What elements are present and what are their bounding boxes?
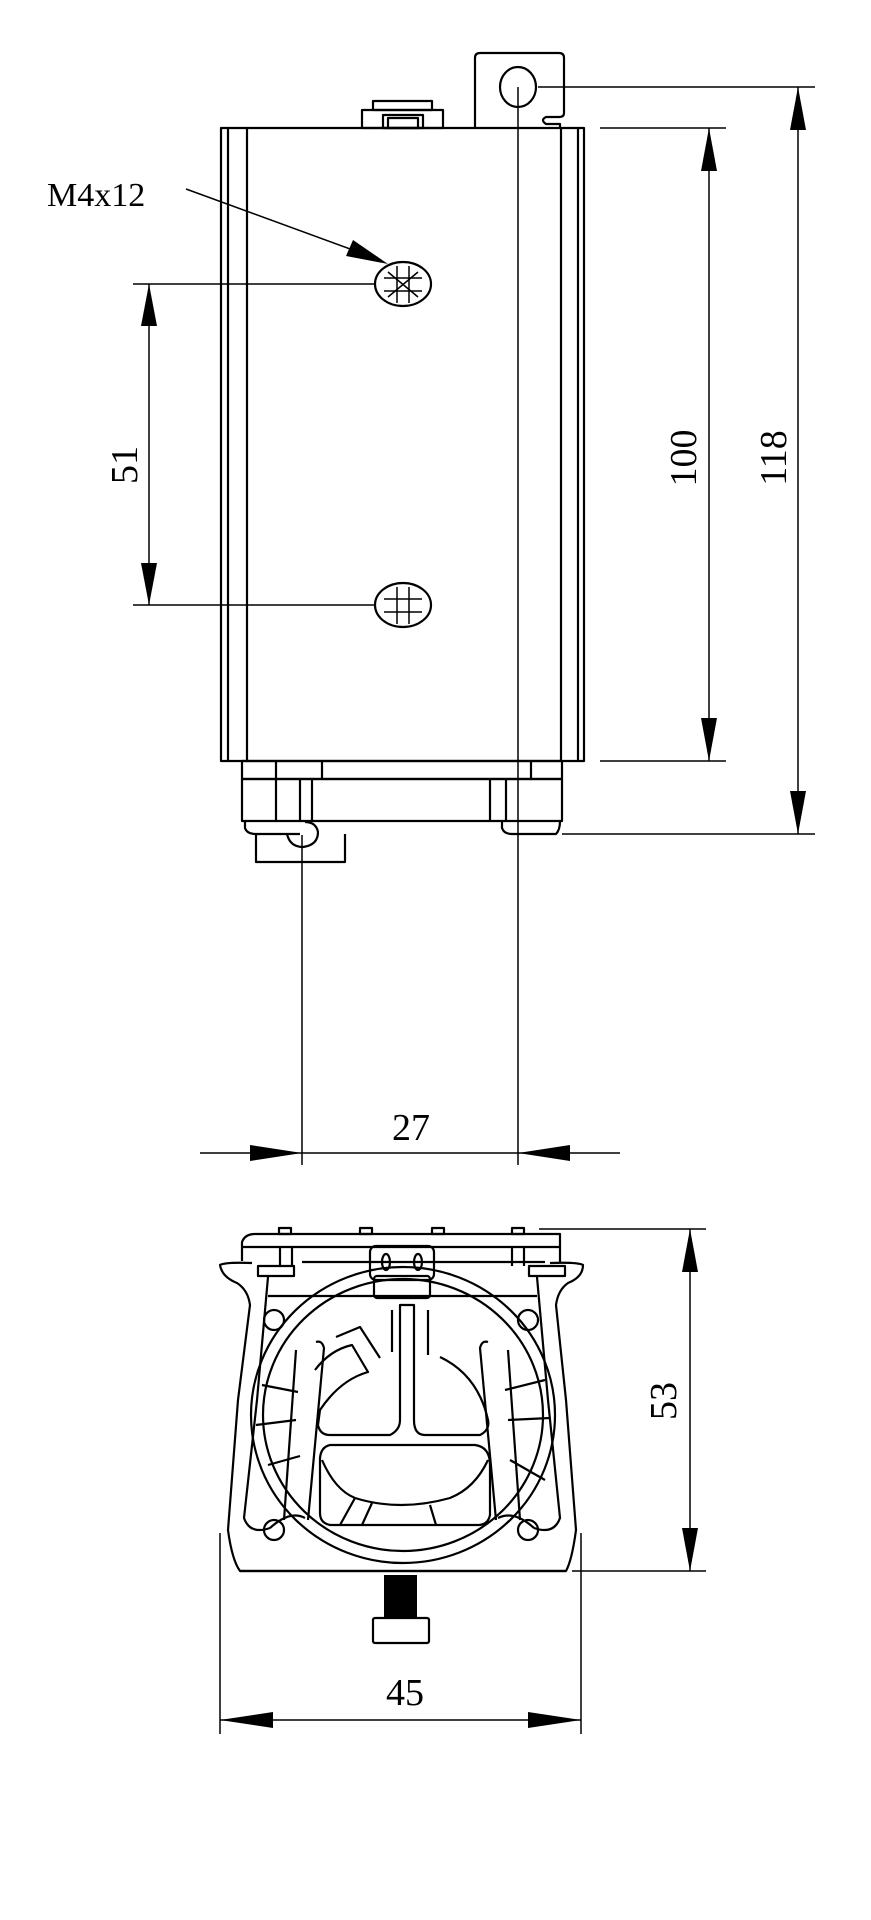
mounting-tab-top: [473, 51, 566, 128]
dimension-51-label: 51: [104, 446, 146, 484]
front-mount-hole: [262, 1518, 286, 1542]
screw-bottom: [373, 581, 433, 629]
side-view: M4x12 51 100 118: [47, 51, 815, 1165]
dimension-100: 100: [600, 127, 726, 762]
fan: [249, 1265, 557, 1565]
dimension-118-label: 118: [753, 430, 795, 486]
dimension-45: 45: [219, 1533, 582, 1734]
dimension-51: 51: [104, 283, 376, 606]
top-rail: [240, 1226, 567, 1300]
front-mount-hole: [516, 1518, 540, 1542]
dimension-27-label: 27: [392, 1107, 430, 1149]
dimension-53-label: 53: [643, 1382, 685, 1420]
dimension-100-label: 100: [663, 430, 705, 487]
screw-callout-label: M4x12: [47, 177, 145, 214]
heatsink-body: [219, 126, 586, 763]
dimension-45-label: 45: [386, 1672, 424, 1714]
front-mount-hole: [262, 1308, 286, 1332]
bottom-assembly: [240, 759, 564, 864]
dimension-53: 53: [539, 1228, 706, 1572]
connector: [360, 99, 445, 130]
dimension-27: 27: [200, 835, 620, 1165]
callout-arrowhead: [346, 240, 388, 264]
front-view: 53 45: [218, 1226, 706, 1734]
dimension-118: 118: [538, 86, 815, 835]
screw-top: [373, 260, 433, 308]
adjustment-bolt: [371, 1575, 431, 1645]
callout-leader: [185, 188, 373, 258]
